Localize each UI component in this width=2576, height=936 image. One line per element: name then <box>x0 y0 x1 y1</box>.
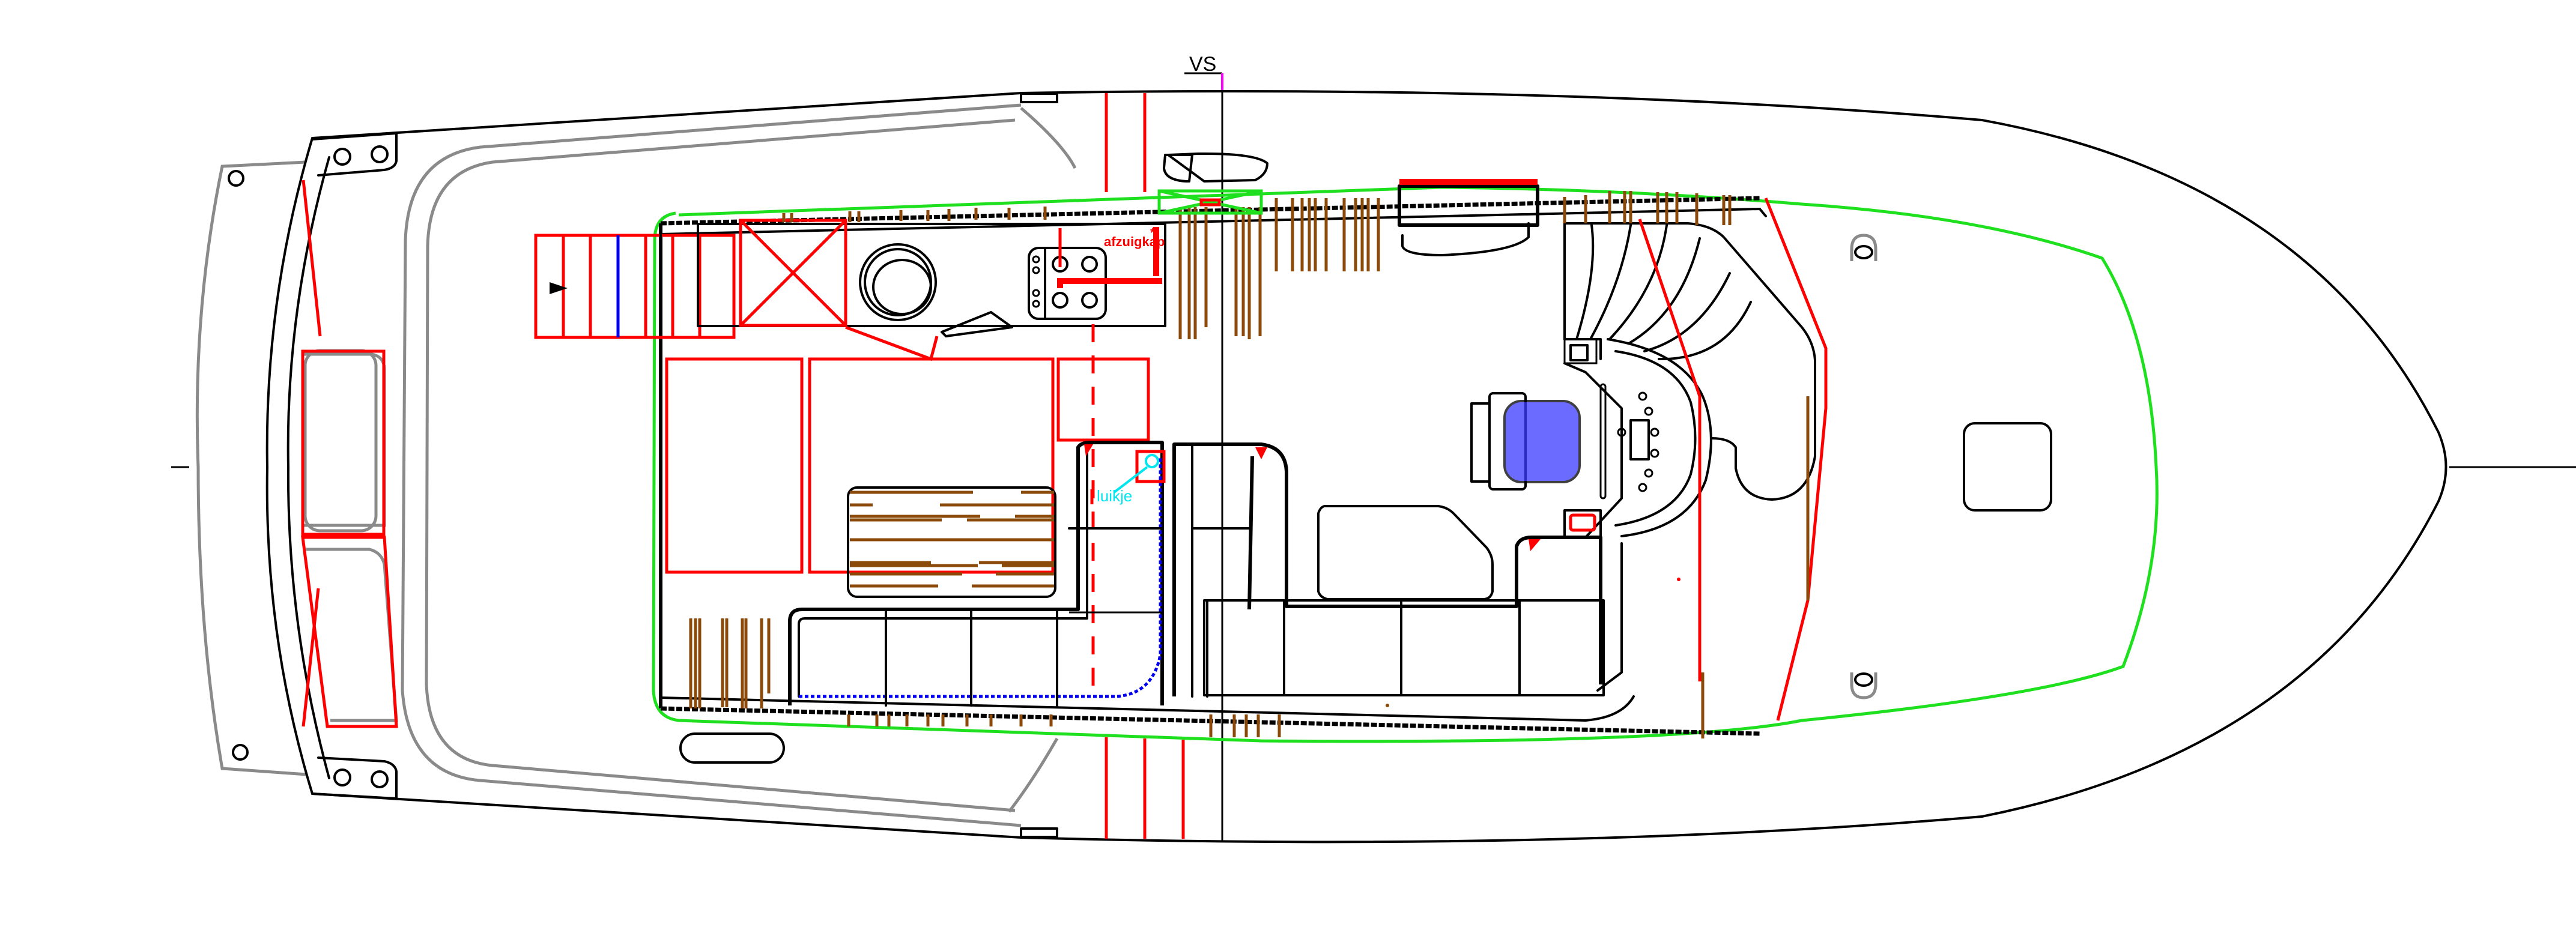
deck-hatches <box>679 152 1539 764</box>
helm-station: ⊠ <box>1470 198 1828 721</box>
boarding-steps <box>534 234 736 339</box>
table-planks <box>850 491 1054 588</box>
hatch-icon <box>1145 454 1159 468</box>
swim-platform <box>195 160 398 776</box>
station-label: VS <box>1189 53 1216 76</box>
station-mark-vs: VS <box>1184 53 1223 841</box>
stern-cleat-icon <box>333 768 351 787</box>
sink-icon <box>859 243 937 321</box>
platform-cleat-icon <box>232 744 249 761</box>
settee-aft <box>788 441 1164 707</box>
hatch-label: luikje <box>1097 487 1132 505</box>
deck-edge-line <box>652 186 2159 743</box>
bulkhead-lines <box>1105 93 1185 839</box>
storage-locker <box>1317 505 1494 600</box>
companionway-stairs <box>1563 222 1816 501</box>
settee-forward <box>1172 442 1623 698</box>
hatch-annotation: luikje <box>1090 450 1166 505</box>
misc-marks <box>659 233 1680 707</box>
bow-cleat-icon <box>1854 672 1873 687</box>
platform-cleat-icon <box>228 170 244 187</box>
cockpit <box>401 92 1077 838</box>
asterisk-marker: * <box>1150 225 1156 240</box>
deck-slats <box>689 191 1810 738</box>
stern-cleat-icon <box>371 145 389 163</box>
helm-seat <box>1470 392 1581 491</box>
cabin-outlines <box>665 324 1150 690</box>
bow-cleat-icon <box>1854 245 1873 259</box>
steering-wheel-icon <box>1617 427 1626 437</box>
hull-outline <box>265 90 2447 844</box>
fan-icon: ⊠ <box>1574 346 1584 361</box>
galley-counter: afzuigkap * <box>697 219 1166 361</box>
dinette-table <box>847 486 1056 598</box>
anchor-locker-hatch <box>1963 422 2052 512</box>
arrow-icon <box>550 282 568 294</box>
stern-cleat-icon <box>333 148 351 166</box>
stern-cleat-icon <box>371 770 389 788</box>
bow-deck <box>1850 234 2052 699</box>
range-hood-label: afzuigkap <box>1104 234 1165 249</box>
